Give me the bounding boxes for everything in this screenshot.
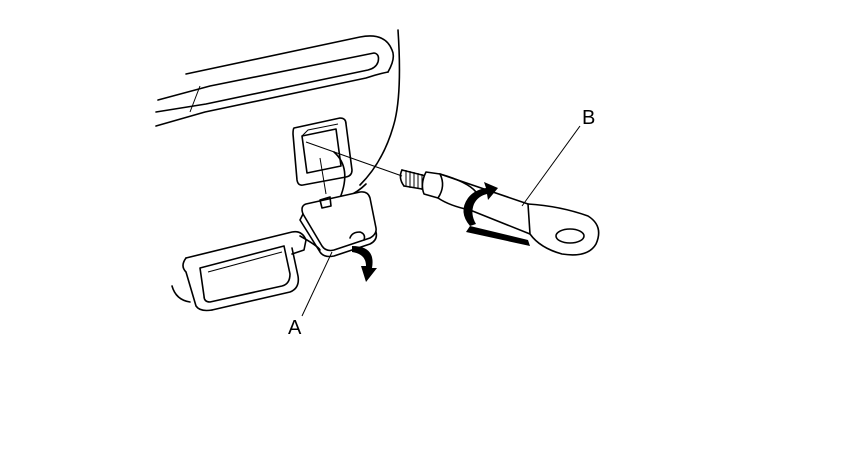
label-a: A: [288, 317, 302, 339]
label-b-group: B: [521, 107, 595, 207]
tow-hook: [399, 169, 600, 256]
cover-rotate-arrow-icon: [352, 246, 377, 282]
leader-line-a: [301, 251, 333, 317]
lower-skirt: [171, 230, 321, 312]
tow-hook-opening: [292, 117, 353, 186]
alignment-line: [305, 141, 403, 177]
label-a-group: A: [288, 251, 333, 339]
bumper-outline: [155, 29, 401, 207]
hook-rotate-arrow-icon: [463, 182, 530, 246]
leader-line-b: [521, 125, 581, 207]
tow-hook-cover: [299, 151, 378, 258]
label-b: B: [582, 107, 595, 129]
